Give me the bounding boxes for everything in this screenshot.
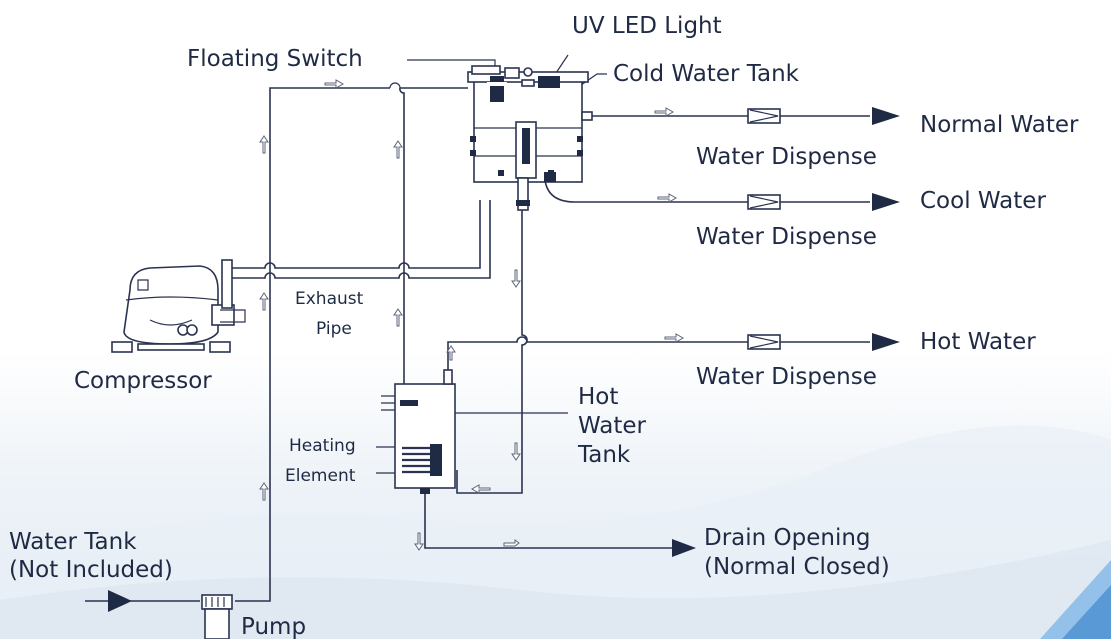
- hot-water-arrow: [872, 333, 900, 351]
- drain-label-line1: Drain Opening: [704, 525, 871, 551]
- drain-arrow: [672, 539, 696, 557]
- dispense-label-2: Water Dispense: [696, 224, 877, 250]
- floating-switch-icon: [487, 67, 520, 102]
- diagram-labels: UV LED Light Floating Switch Cold Water …: [9, 13, 1079, 639]
- compressor-suction-pipe: [230, 200, 481, 269]
- compressor-label: Compressor: [74, 368, 212, 394]
- hot-tank-label-line1: Hot: [578, 384, 618, 410]
- hot-water-outlet-pipe: [447, 336, 870, 378]
- compressor-top-pipe: [269, 87, 468, 593]
- exhaust-label-line1: Exhaust: [295, 289, 364, 309]
- cool-water-label: Cool Water: [920, 188, 1046, 214]
- cold-water-tank: [467, 65, 593, 211]
- pump-icon: [201, 594, 233, 639]
- dispense-label-3: Water Dispense: [696, 364, 877, 390]
- heating-element-label-line1: Heating: [289, 436, 356, 456]
- pipe-network: [85, 54, 870, 602]
- cool-water-outlet-pipe: [544, 179, 870, 203]
- pump-label: Pump: [241, 614, 306, 639]
- cold-water-tank-label: Cold Water Tank: [613, 61, 800, 87]
- compressor-discharge-pipe: [230, 200, 491, 279]
- heating-element-label-line2: Element: [285, 466, 356, 486]
- drain-pipe: [424, 490, 672, 549]
- uv-led-label: UV LED Light: [572, 13, 722, 39]
- outlet-arrows: [108, 107, 900, 612]
- drain-label-line2: (Normal Closed): [704, 554, 890, 580]
- hot-water-label: Hot Water: [920, 329, 1036, 355]
- water-tank-label-line1: Water Tank: [9, 529, 137, 555]
- cool-water-arrow: [872, 193, 900, 211]
- hot-tank-label-line3: Tank: [577, 442, 631, 468]
- water-splash-background: [0, 425, 1111, 639]
- flow-direction-markers: [259, 79, 685, 551]
- normal-water-label: Normal Water: [920, 112, 1079, 138]
- floating-switch-label: Floating Switch: [187, 46, 363, 72]
- hot-water-valve: [747, 334, 781, 350]
- uv-led-icon: [521, 67, 560, 88]
- compressor-icon: [111, 259, 246, 353]
- cool-water-valve: [747, 194, 781, 210]
- exhaust-label-line2: Pipe: [316, 319, 352, 339]
- normal-water-valve: [747, 108, 781, 124]
- hot-water-tank: [381, 369, 456, 494]
- heating-element-leader: [376, 446, 396, 474]
- dispense-valves: [747, 108, 781, 350]
- hot-tank-label-line2: Water: [578, 413, 647, 439]
- dispense-label-1: Water Dispense: [696, 144, 877, 170]
- normal-water-arrow: [872, 107, 900, 125]
- inlet-arrow: [108, 590, 132, 612]
- heating-element-icon: [402, 444, 442, 476]
- water-tank-label-line2: (Not Included): [9, 557, 173, 583]
